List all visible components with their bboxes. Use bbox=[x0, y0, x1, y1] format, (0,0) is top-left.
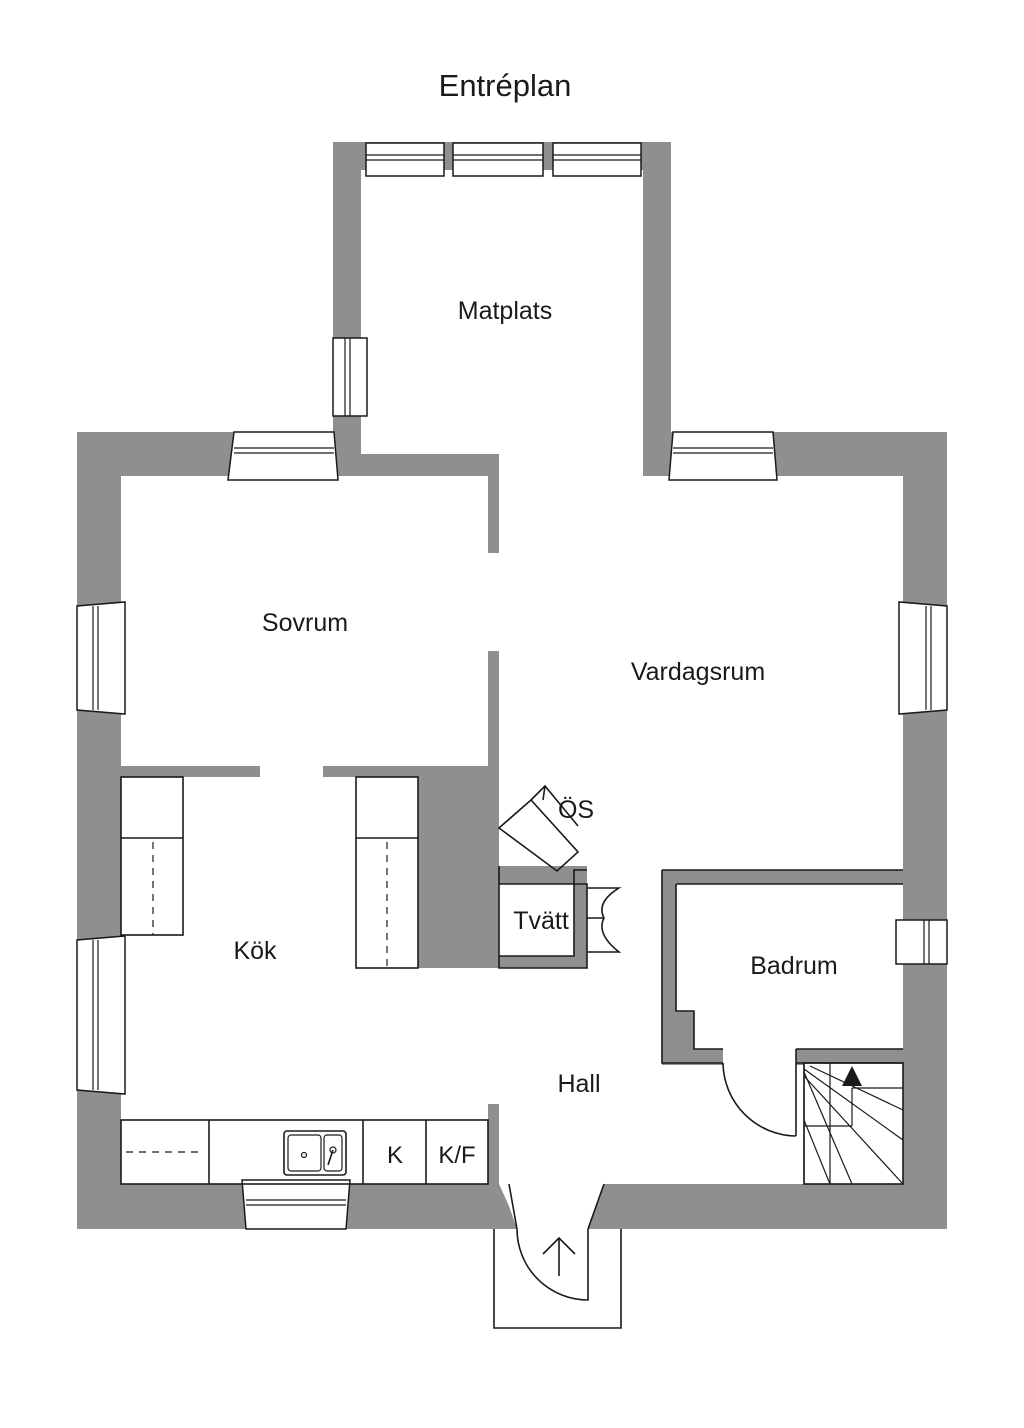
window-kitchen-bottom bbox=[241, 1179, 351, 1230]
interior-floor bbox=[121, 170, 903, 1184]
room-label-tvatt: Tvätt bbox=[513, 907, 569, 935]
window-bedroom-top bbox=[227, 431, 339, 481]
room-labels: Matplats Sovrum Vardagsrum ÖS Tvätt Kök … bbox=[233, 297, 837, 1098]
window-dining-left bbox=[332, 337, 368, 417]
kitchen-fixtures: K K/F bbox=[120, 776, 489, 1185]
stairs bbox=[803, 1062, 904, 1185]
room-outlines bbox=[498, 866, 903, 1064]
sink-icon bbox=[283, 1130, 347, 1176]
entrance-porch bbox=[493, 1229, 622, 1329]
fridge-label: K bbox=[387, 1142, 403, 1169]
window-top-1 bbox=[365, 142, 445, 177]
fridge-freezer-label: K/F bbox=[438, 1142, 475, 1169]
window-top-3 bbox=[552, 142, 642, 177]
kitchen-island bbox=[355, 776, 419, 969]
entrance-opening bbox=[499, 1183, 605, 1230]
room-label-kok: Kök bbox=[233, 937, 277, 965]
room-label-os: ÖS bbox=[558, 796, 594, 824]
window-bathroom-right bbox=[895, 919, 948, 965]
bathroom-door bbox=[722, 1062, 797, 1137]
room-label-matplats: Matplats bbox=[458, 297, 552, 325]
washer-icon bbox=[497, 784, 580, 873]
laundry-door bbox=[587, 887, 622, 953]
windows bbox=[76, 142, 948, 1230]
plan-title: Entréplan bbox=[439, 68, 572, 103]
window-bedroom-left bbox=[76, 601, 126, 715]
stair-arrow-icon bbox=[842, 1066, 862, 1086]
room-label-vardagsrum: Vardagsrum bbox=[631, 658, 765, 686]
window-top-2 bbox=[452, 142, 544, 177]
kitchen-counter-bottom bbox=[120, 1119, 489, 1185]
window-kitchen-left bbox=[76, 935, 126, 1095]
entry-arrow-icon bbox=[542, 1236, 576, 1276]
room-label-badrum: Badrum bbox=[750, 952, 838, 980]
window-living-top bbox=[668, 431, 778, 481]
kitchen-cabinets-left bbox=[120, 776, 184, 936]
doors bbox=[516, 887, 797, 1301]
window-living-right bbox=[898, 601, 948, 715]
entrance-door bbox=[516, 1228, 589, 1301]
room-label-sovrum: Sovrum bbox=[262, 609, 348, 637]
room-label-hall: Hall bbox=[557, 1070, 600, 1098]
